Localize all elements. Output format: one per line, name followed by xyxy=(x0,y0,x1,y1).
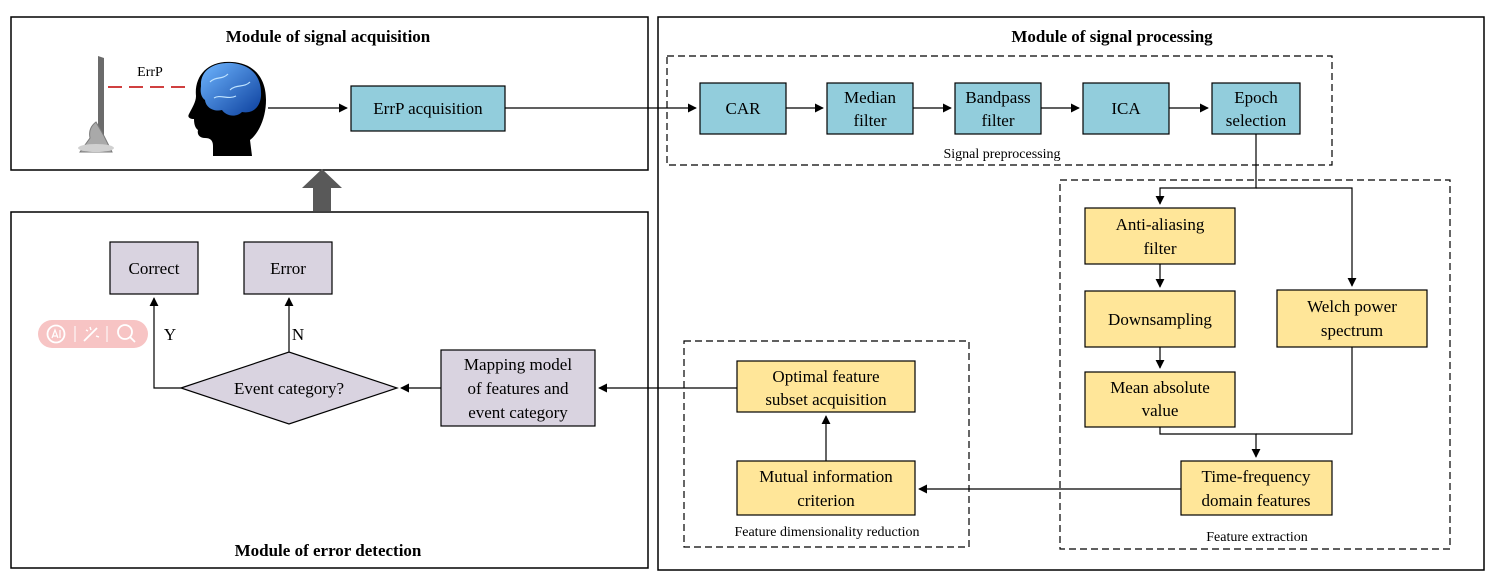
anti-aliasing-filter-label-2: filter xyxy=(1143,239,1176,258)
ai-icon[interactable] xyxy=(46,324,66,344)
time-frequency-features-label: Time-frequency xyxy=(1202,467,1311,486)
bandpass-filter-label: Bandpass xyxy=(965,88,1030,107)
processing-title: Module of signal processing xyxy=(1011,27,1213,46)
module-signal-acquisition xyxy=(10,16,649,171)
median-filter-box xyxy=(826,82,914,135)
errp-label: ErrP xyxy=(137,65,163,80)
epoch-selection-label-2: selection xyxy=(1226,111,1287,130)
feature-extraction-label: Feature extraction xyxy=(1206,530,1307,545)
connector-mean-to-tf xyxy=(1159,427,1261,458)
error-detection-title: Module of error detection xyxy=(235,541,422,560)
anti-aliasing-filter-box xyxy=(1084,207,1236,265)
welch-power-spectrum-label-2: spectrum xyxy=(1321,321,1383,340)
dimensionality-reduction-group xyxy=(683,340,970,548)
anti-aliasing-filter-label: Anti-aliasing xyxy=(1116,215,1205,234)
correct-label: Correct xyxy=(129,259,180,278)
mapping-model-box xyxy=(440,349,596,427)
signal-preprocessing-group xyxy=(666,55,1333,166)
bandpass-filter-label-2: filter xyxy=(981,111,1014,130)
correct-box xyxy=(109,241,199,295)
mean-absolute-value-label: Mean absolute xyxy=(1110,378,1210,397)
downsampling-label: Downsampling xyxy=(1108,310,1212,329)
connector-decision-to-correct xyxy=(149,297,181,389)
feature-extraction-group xyxy=(1059,179,1451,550)
car-box xyxy=(699,82,787,135)
signal-preprocessing-label: Signal preprocessing xyxy=(943,147,1060,162)
optimal-feature-subset-box xyxy=(736,360,916,413)
welch-power-spectrum-label: Welch power xyxy=(1307,297,1397,316)
ica-label: ICA xyxy=(1111,99,1141,118)
optimal-feature-subset-label: Optimal feature xyxy=(772,367,879,386)
dimensionality-reduction-label: Feature dimensionality reduction xyxy=(734,525,919,540)
mutual-information-box xyxy=(736,460,916,516)
floating-toolbar[interactable] xyxy=(38,320,148,348)
bandpass-filter-box xyxy=(954,82,1042,135)
mean-absolute-value-box xyxy=(1084,371,1236,428)
mapping-model-label-3: event category xyxy=(468,403,568,422)
event-category-diamond xyxy=(179,351,399,425)
error-label: Error xyxy=(270,259,306,278)
feedback-up-arrow xyxy=(302,169,342,211)
yes-label: Y xyxy=(164,325,176,344)
mapping-model-label-2: of features and xyxy=(467,379,569,398)
connector-epoch-to-welch xyxy=(1256,187,1357,287)
magic-wand-icon[interactable] xyxy=(83,326,100,342)
acquisition-title: Module of signal acquisition xyxy=(226,27,431,46)
connector-welch-to-tf xyxy=(1256,347,1353,435)
time-frequency-features-box xyxy=(1180,460,1333,516)
no-label: N xyxy=(292,325,304,344)
median-filter-label: Median xyxy=(844,88,896,107)
connector-epoch-down xyxy=(1155,134,1257,205)
search-icon[interactable] xyxy=(117,324,136,343)
epoch-selection-label: Epoch xyxy=(1234,88,1278,107)
mutual-information-label-2: criterion xyxy=(797,491,855,510)
optimal-feature-subset-label-2: subset acquisition xyxy=(765,390,887,409)
monitor-icon xyxy=(78,56,114,153)
car-label: CAR xyxy=(726,99,762,118)
mutual-information-label: Mutual information xyxy=(759,467,893,486)
errp-acquisition-label: ErrP acquisition xyxy=(373,99,483,118)
time-frequency-features-label-2: domain features xyxy=(1201,491,1310,510)
mean-absolute-value-label-2: value xyxy=(1142,401,1179,420)
median-filter-label-2: filter xyxy=(853,111,886,130)
event-category-label: Event category? xyxy=(234,379,344,398)
module-signal-processing xyxy=(657,16,1485,571)
module-error-detection xyxy=(10,211,649,569)
head-brain-icon xyxy=(188,61,266,156)
mapping-model-label: Mapping model xyxy=(464,355,572,374)
error-box xyxy=(243,241,333,295)
